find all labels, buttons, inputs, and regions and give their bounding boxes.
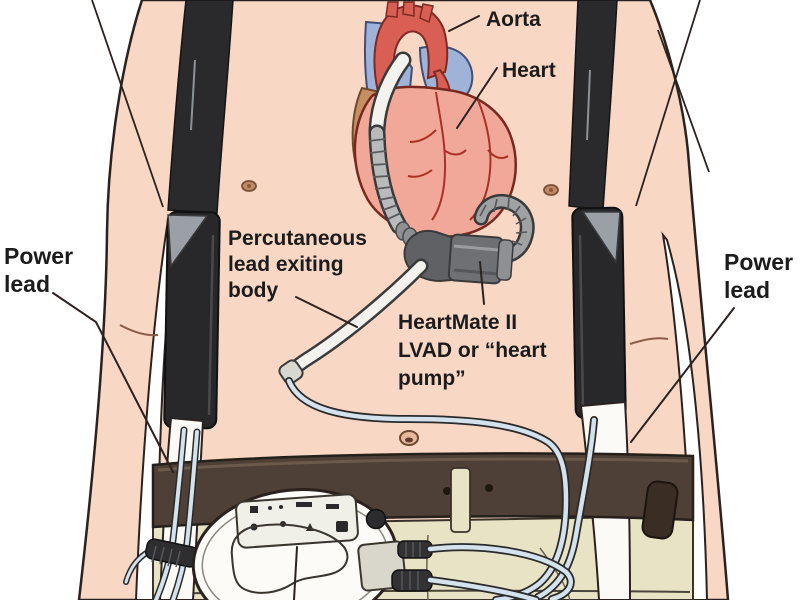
right-strap-highlight	[586, 69, 591, 141]
percutaneous-lead	[289, 261, 426, 374]
plug-top-ribs	[405, 542, 421, 557]
plug-cable-top	[427, 544, 573, 600]
left-power-lead-cable-2	[171, 430, 199, 600]
pump-cylinder	[447, 233, 505, 285]
label-heartmate-line3: pump”	[398, 367, 466, 390]
left-strap-highlight	[190, 59, 196, 131]
panel-bar-icon	[296, 502, 312, 507]
corrugated-tube	[371, 127, 405, 232]
right-shoulder-cable	[635, 0, 701, 207]
aorta-branch-2	[402, 1, 415, 17]
right-side-crease	[629, 337, 669, 345]
right-shoulder-cable-2	[657, 29, 710, 173]
pointer-percutaneous-lead	[295, 296, 358, 328]
lvad-pump-assembly	[278, 51, 535, 385]
inflow-elbow	[476, 196, 533, 261]
panel-display-icon	[336, 521, 348, 532]
left-shoulder-strap	[167, 0, 234, 214]
controller-cables	[426, 543, 575, 600]
label-heartmate-line2: LVAD or “heart	[398, 339, 547, 362]
belt-hole-1	[443, 487, 451, 495]
belt-hole-2	[485, 484, 493, 492]
plug-cable-bottom	[427, 577, 539, 600]
pointer-controller	[293, 546, 298, 600]
label-power-right-line2: lead	[724, 277, 770, 303]
pointer-lines	[52, 15, 735, 600]
label-heartmate-line1: HeartMate II	[398, 311, 517, 334]
belt-loop	[450, 467, 471, 533]
right-battery-edge	[578, 234, 585, 411]
pointer-power-lead-right	[630, 307, 735, 443]
right-battery-top	[581, 211, 621, 265]
exit-site-cuff	[278, 359, 304, 385]
left-battery-top	[167, 214, 209, 269]
power-cables	[123, 377, 598, 600]
panel-square-icon	[250, 506, 258, 513]
belt-tip	[641, 480, 679, 540]
label-percutaneous-line2: lead exiting	[228, 253, 344, 276]
right-power-lead-cable	[535, 417, 597, 600]
right-arm-gap	[661, 231, 709, 600]
left-battery-edge	[207, 234, 215, 416]
left-nipple-center	[247, 184, 251, 188]
left-power-lead-cable	[154, 428, 186, 600]
system-controller	[191, 488, 433, 600]
panel-dot-2	[279, 505, 283, 509]
label-percutaneous-line3: body	[228, 279, 278, 302]
pump-shadow	[453, 268, 499, 276]
panel-bar-icon-2	[326, 504, 339, 509]
left-side-crease	[119, 324, 159, 337]
navel-shadow	[405, 437, 413, 443]
label-power-right-line1: Power	[724, 249, 793, 275]
aorta-branch-3	[419, 3, 434, 24]
outflow-graft	[371, 54, 409, 136]
label-power-left-line1: Power	[4, 243, 73, 269]
pointer-power-lead-left	[52, 292, 174, 473]
belt-highlight	[157, 457, 689, 472]
corrugation-ribs	[368, 138, 402, 220]
patient-body	[77, 0, 730, 600]
aorta-branch-1	[385, 1, 399, 18]
panel-dot-1	[268, 506, 272, 510]
pointer-heart	[456, 67, 498, 129]
pump-highlight	[453, 244, 499, 252]
pointer-heartmate-pump	[479, 261, 485, 305]
label-power-left-line2: lead	[4, 271, 50, 297]
driveline	[286, 378, 569, 600]
right-nipple-center	[549, 188, 553, 192]
left-connector-ribs	[151, 545, 181, 568]
controller-knob	[365, 508, 387, 530]
over-shoulder-cables	[91, 0, 710, 208]
left-shoulder-cable	[91, 0, 164, 208]
torso	[77, 0, 730, 600]
label-aorta: Aorta	[486, 8, 541, 31]
shoulder-straps	[167, 0, 618, 214]
controller-plug-bottom	[391, 569, 433, 592]
pump-end-cap	[496, 239, 514, 281]
label-percutaneous-line1: Percutaneous	[228, 227, 367, 250]
battery-holsters	[163, 206, 627, 430]
label-heart: Heart	[502, 59, 556, 82]
inflow-ribs	[479, 197, 528, 246]
plug-bottom-ribs	[401, 571, 419, 590]
controller-inner-outline	[230, 523, 349, 594]
pointer-aorta	[448, 15, 480, 32]
labels: Aorta Heart Percutaneous lead exiting bo…	[4, 8, 793, 390]
